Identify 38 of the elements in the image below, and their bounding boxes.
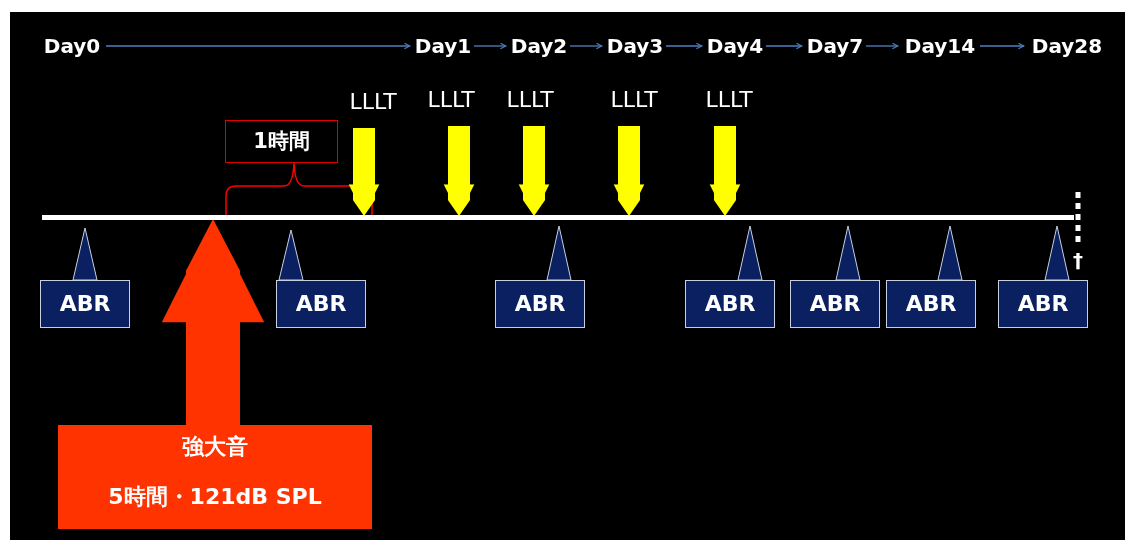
abr-callout-box: ABR: [790, 226, 880, 328]
treatment-label: LLLT: [694, 86, 764, 114]
block-arrow: [709, 126, 741, 215]
abr-callout-box: ABR: [886, 226, 976, 328]
arrow: [979, 42, 1025, 50]
block-arrow: [518, 126, 550, 215]
arrow: [765, 42, 803, 50]
treatment-label: LLLT: [338, 88, 408, 116]
day-label: Day28: [1022, 32, 1112, 60]
arrow: [569, 42, 603, 50]
arrow: [665, 42, 703, 50]
box-heading: 強大音: [181, 433, 249, 461]
day-label: Day1: [408, 32, 478, 60]
abr-callout-box: ABR: [40, 228, 130, 328]
day-label: Day4: [700, 32, 770, 60]
box-text: 5時間・121dB SPL: [107, 483, 323, 511]
treatment-label: LLLT: [495, 86, 565, 114]
day-label: Day2: [504, 32, 574, 60]
block-arrow: [161, 220, 265, 425]
abr-callout-box: ABR: [495, 226, 585, 328]
treatment-label: LLLT: [416, 86, 486, 114]
timeline-bar: [42, 215, 1074, 220]
abr-callout-box: ABR: [685, 226, 775, 328]
arrow: [865, 42, 899, 50]
treatment-label: LLLT: [599, 86, 669, 114]
day-label: Day0: [34, 32, 110, 60]
block-arrow: [348, 128, 380, 215]
day-label: Day14: [896, 32, 984, 60]
day-label: Day3: [600, 32, 670, 60]
duration-box: 1時間: [225, 120, 338, 163]
noise-exposure-box: [58, 425, 372, 529]
arrow: [473, 42, 507, 50]
block-arrow: [613, 126, 645, 215]
block-arrow: [443, 126, 475, 215]
dagger-label: †: [1073, 248, 1083, 272]
arrow: [105, 42, 411, 50]
day-label: Day7: [800, 32, 870, 60]
abr-callout-box: ABR: [276, 230, 366, 328]
